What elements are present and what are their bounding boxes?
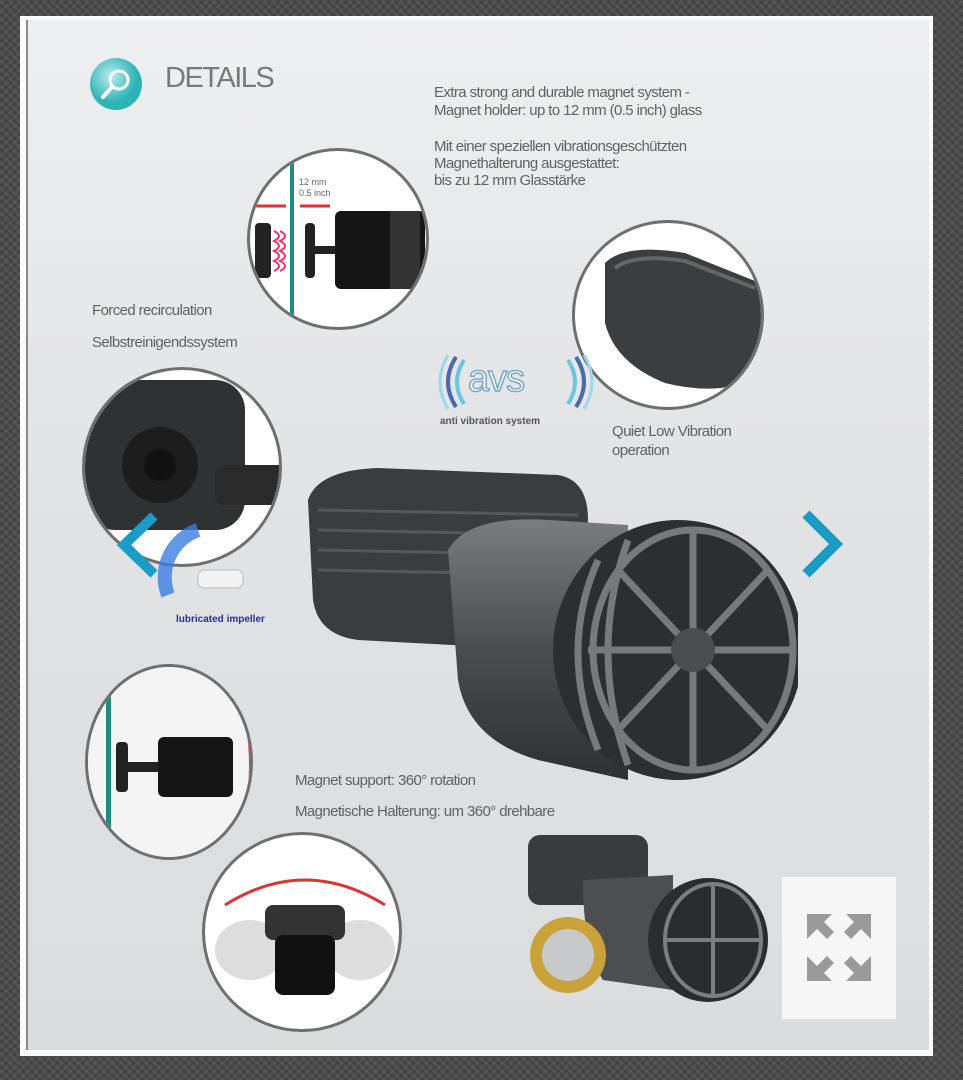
rubber-pad-detail [572,220,764,410]
horizontal-rotation-detail [202,832,402,1032]
product-image-viewer: DETAILS Extra strong and durable magnet … [26,20,929,1050]
rotation-illustration [88,667,250,857]
avs-logo-text: avs [467,357,526,401]
fullscreen-button[interactable] [782,877,896,1019]
expand-arrows-icon [807,914,871,981]
magnet-text-en: Extra strong and durable magnet system -… [434,84,702,120]
glass-thickness-detail: 12 mm 0.5 inch [247,148,429,330]
horizontal-rotation-illustration [215,878,395,995]
impeller-illustration [85,380,279,530]
rotation-detail [85,664,253,860]
magnet-text-de: Mit einer speziellen vibrationsgeschützt… [434,138,687,189]
rotation-en: Magnet support: 360° rotation [295,772,476,789]
lubricated-impeller-logo: lubricated impeller [157,523,265,625]
quiet-line2: operation [612,442,670,459]
chevron-left-icon [116,512,158,578]
magnet-text-de-line3: bis zu 12 mm Glasstärke [434,172,586,189]
glass-label-mm: 12 mm [299,177,327,187]
quiet-line1: Quiet Low Vibration [612,423,732,440]
glass-magnet-illustration [252,151,425,327]
avs-caption: anti vibration system [440,416,541,427]
rotation-de: Magnetische Halterung: um 360° drehbare [295,803,555,820]
next-image-button[interactable] [798,508,848,580]
chevron-right-icon [802,510,844,578]
glass-label-inch: 0.5 inch [299,188,331,198]
prev-image-button[interactable] [112,510,162,580]
impeller-detail [82,367,282,567]
details-title: DETAILS [165,62,275,94]
wave-pump-product-image [308,468,798,780]
glass-thickness-label: 12 mm 0.5 inch [299,177,331,199]
magnet-text-en-line2: Magnet holder: up to 12 mm (0.5 inch) gl… [434,102,702,119]
avs-logo: avs [438,352,594,412]
magnet-text-de-line2: Magnethalterung ausgestattet: [434,155,620,172]
quiet-operation-text: Quiet Low Vibration operation [612,422,732,460]
vibration-waves-icon [438,354,594,410]
recirculation-de: Selbstreinigendssystem [92,334,238,351]
magnet-text-en-line1: Extra strong and durable magnet system - [434,84,690,101]
magnet-text-de-line1: Mit einer speziellen vibrationsgeschützt… [434,138,687,155]
image-frame: DETAILS Extra strong and durable magnet … [20,16,933,1056]
rubber-pad-illustration [605,249,761,389]
pump-size-comparison-image [528,835,768,1002]
recirculation-en: Forced recirculation [92,302,212,319]
svg-text:lubricated impeller: lubricated impeller [176,614,265,625]
details-magnifier-icon [90,58,142,110]
